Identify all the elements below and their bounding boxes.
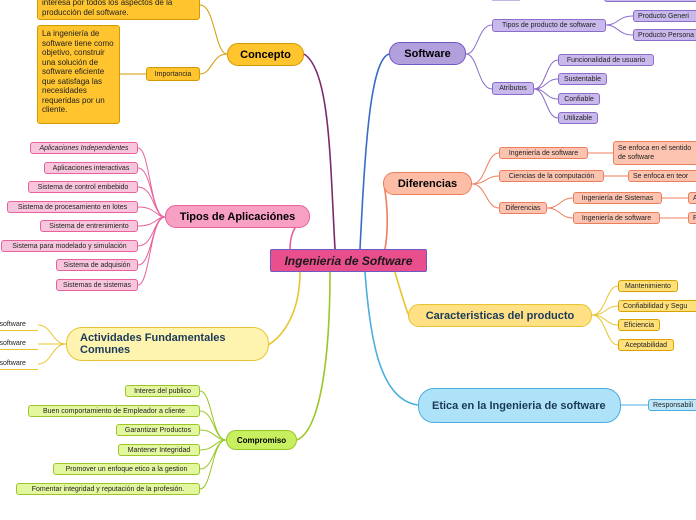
branch-diferencias[interactable]: Diferencias [383,172,472,195]
tipo-item-3[interactable]: Sistema de control embebido [28,181,138,193]
tipo-item-7[interactable]: Sistema de adquisión [56,259,138,271]
branch-software[interactable]: Software [389,42,466,65]
branch-caracteristicas[interactable]: Caracteristicas del producto [408,304,592,327]
diferencias-ing-software-2[interactable]: Ingeniería de software [573,212,660,224]
software-top-clipped-node[interactable] [604,0,696,2]
branch-actividades[interactable]: Actividades Fundamentales Comunes [66,327,269,361]
compromiso-item-5[interactable]: Promover un enfoque etico a la gestion [53,463,200,475]
concepto-importancia[interactable]: Importancia [146,67,200,81]
tipo-item-5[interactable]: Sistema de entrenimiento [40,220,138,232]
atributo-item-3[interactable]: Confiable [558,93,600,105]
ing-software-detail-text: Se enfoca en el sentido de software [618,145,692,161]
tipo-item-6[interactable]: Sistema para modelado y simulación [1,240,138,252]
branch-compromiso[interactable]: Compromiso [226,430,297,450]
diferencias-ciencias[interactable]: Ciencias de la computación [499,170,604,182]
branch-tipos-aplicaciones[interactable]: Tipos de Aplicaciónes [165,205,310,228]
diferencias-ing-software-detail[interactable]: Se enfoca en el sentido de software [613,141,696,165]
tipo-item-4[interactable]: Sistema de procesamiento en lotes [7,201,138,213]
software-atributos[interactable]: Atributos [492,82,534,95]
compromiso-item-4[interactable]: Mantener Integridad [118,444,200,456]
central-topic[interactable]: Ingenieria de Software [270,249,427,272]
diferencias-ing-software[interactable]: Ingeniería de software [499,147,588,159]
software-tipos-producto[interactable]: Tipos de producto de software [492,19,606,32]
compromiso-item-2[interactable]: Buen comportamiento de Empleador a clien… [28,405,200,417]
compromiso-item-3[interactable]: Garantizar Productos [116,424,200,436]
branch-concepto[interactable]: Concepto [227,43,304,66]
tipo-item-2[interactable]: Aplicaciones interactivas [44,162,138,174]
caracteristica-item-2[interactable]: Confiabilidad y Segu [618,300,696,312]
diferencias-ing-sistemas-detail[interactable]: A [688,192,696,204]
diferencias-ing-software-detail-2[interactable]: P [688,212,696,224]
etica-label: Etica en la Ingenieria de software [432,399,606,412]
diferencias-sub[interactable]: Diferencias [499,202,547,214]
actividad-item-1[interactable]: l software [0,319,38,331]
branch-etica[interactable]: Etica en la Ingenieria de software [418,388,621,423]
caracteristica-item-4[interactable]: Aceptabilidad [618,339,674,351]
caracteristica-item-1[interactable]: Mantenimiento [618,280,678,292]
actividades-label: Actividades Fundamentales Comunes [80,332,226,356]
software-producto-generico[interactable]: Producto Generi [633,10,696,22]
compromiso-item-1[interactable]: Interes del publico [125,385,200,397]
diferencias-ing-sistemas[interactable]: Ingeniería de Sistemas [573,192,662,204]
etica-item-1[interactable]: Responsabili [648,399,696,411]
concepto-note-top: interesa por todos los aspectos de la pr… [37,0,200,20]
importancia-note: La ingeniería de software tiene como obj… [37,25,120,124]
atributo-item-4[interactable]: Utilizable [558,112,598,124]
compromiso-item-6[interactable]: Fomentar integridad y reputación de la p… [16,483,200,495]
tipo-item-1[interactable]: Aplicaciones Independientes [30,142,138,154]
actividad-item-2[interactable]: l software [0,338,38,350]
atributo-item-1[interactable]: Funcionalidad de usuario [558,54,654,66]
diferencias-ciencias-detail[interactable]: Se enfoca en teor [628,170,696,182]
atributo-item-2[interactable]: Sustentable [558,73,607,85]
tipo-item-8[interactable]: Sistemas de sistemas [56,279,138,291]
caracteristica-item-3[interactable]: Eficiencia [618,319,660,331]
software-producto-personalizado[interactable]: Producto Persona [633,29,696,41]
actividad-item-3[interactable]: l software [0,358,38,370]
